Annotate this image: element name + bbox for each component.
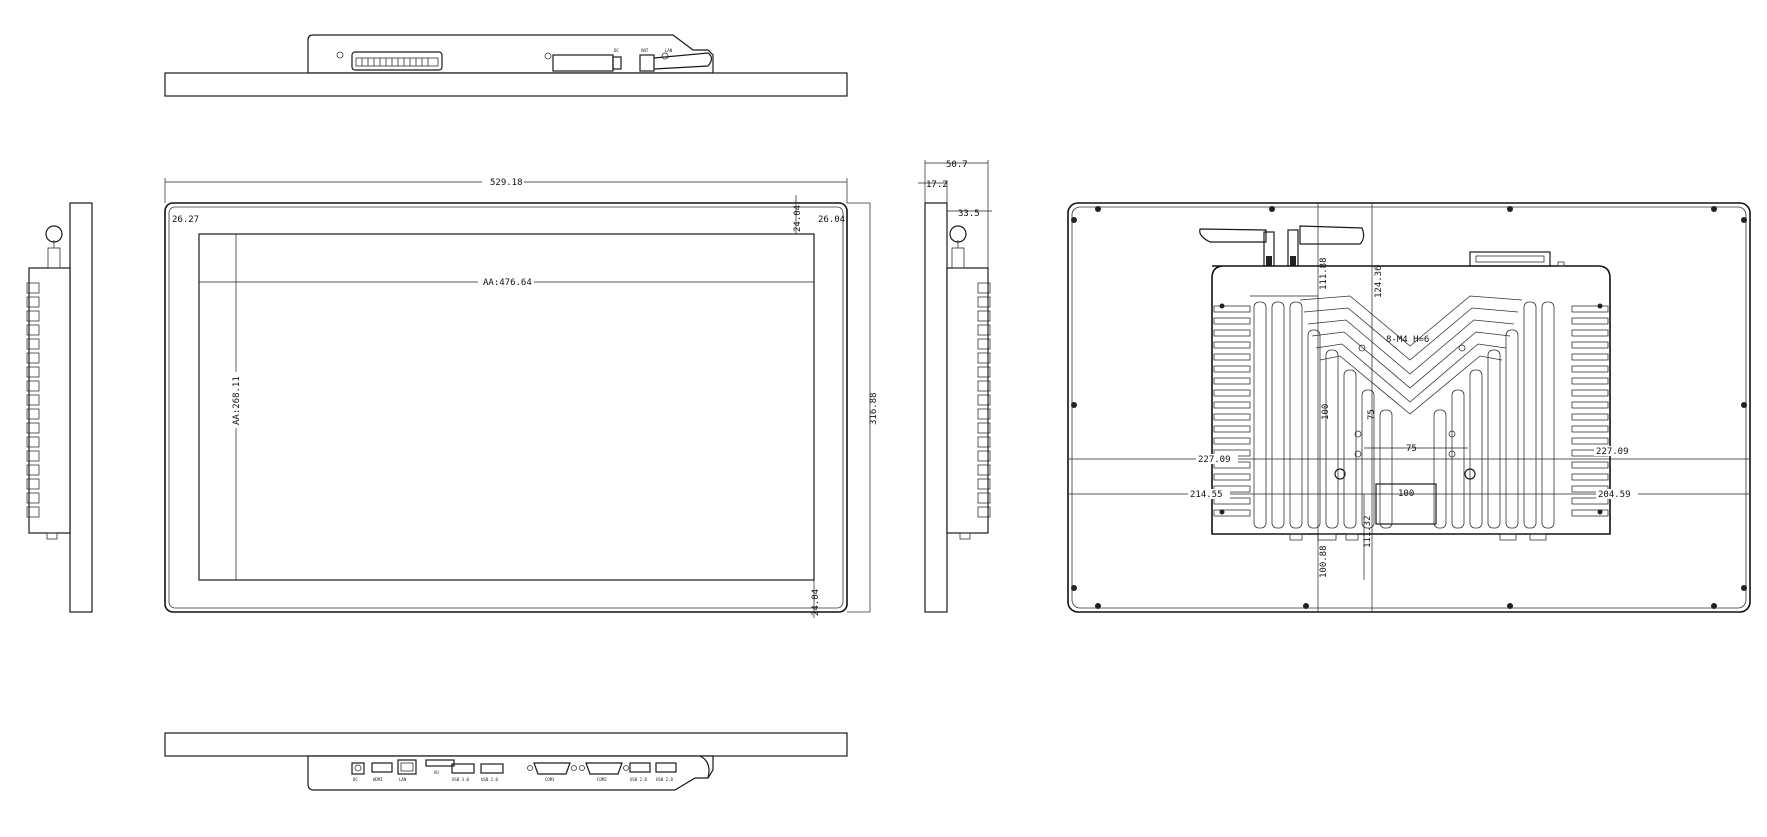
top-port-dc-label: DC — [614, 48, 619, 53]
bottom-port-lan-label: LAN — [399, 777, 407, 782]
bottom-view: DC HDMI LAN AU USB 3.0 USB 2.0 COM1 COM2… — [164, 732, 848, 791]
dim-rear-vesa-horizontal-small: 75 — [1406, 444, 1417, 454]
rear-enclosure — [1211, 265, 1611, 535]
rear-antenna-right — [1299, 225, 1365, 245]
dim-left-border: 26.27 — [172, 215, 199, 225]
rear-side-fins — [1213, 305, 1609, 517]
dim-rear-right-214: 204.59 — [1598, 490, 1631, 500]
front-view: 529.18 AA:476.64 AA:268.11 316.88 26.27 … — [164, 176, 879, 618]
dim-bezel-depth: 17.2 — [926, 180, 948, 190]
left-side-view — [26, 202, 93, 613]
dim-rear-right-227: 227.09 — [1596, 447, 1629, 457]
bottom-port-com1 — [533, 762, 571, 775]
dim-aa-height: AA:268.11 — [232, 376, 242, 425]
dim-aa-width: AA:476.64 — [483, 278, 532, 288]
dim-overall-height: 316.88 — [869, 392, 879, 425]
bottom-port-usb2 — [480, 763, 504, 774]
top-pin-header — [355, 57, 439, 67]
bottom-port-audio — [425, 759, 455, 767]
dim-rear-vesa-vertical-small: 75 — [1367, 409, 1377, 420]
bottom-port-usb1-label: USB 3.0 — [452, 777, 469, 782]
top-port-ant-label: ANT — [641, 48, 649, 53]
bottom-port-hdmi — [371, 762, 393, 773]
active-area — [198, 233, 815, 581]
left-heatsink-fins — [26, 282, 40, 518]
dim-rear-left-214: 214.55 — [1190, 490, 1223, 500]
bottom-port-usb4-label: USB 2.0 — [656, 777, 673, 782]
dim-right-border: 26.04 — [818, 215, 845, 225]
top-bezel — [164, 72, 848, 97]
dim-rear-vesa-vertical: 100 — [1321, 404, 1331, 420]
dim-rear-vesa-horizontal: 100 — [1398, 489, 1414, 499]
dim-rear-124: 124.36 — [1374, 265, 1384, 298]
bottom-port-usb1 — [451, 763, 475, 774]
bottom-port-com1-label: COM1 — [545, 777, 555, 782]
right-side-view: 50.7 17.2 33.5 — [918, 160, 992, 613]
rear-chevron-fins — [1299, 295, 1523, 415]
bottom-port-lan — [397, 759, 417, 775]
bottom-port-hdmi-label: HDMI — [373, 777, 383, 782]
dim-bottom-border: 24.04 — [811, 589, 821, 616]
bottom-port-usb3 — [629, 762, 651, 773]
bottom-port-dc-label: DC — [353, 777, 358, 782]
bottom-port-dc — [351, 762, 365, 775]
bottom-port-usb3-label: USB 2.0 — [630, 777, 647, 782]
bottom-port-audio-label: AU — [434, 770, 439, 775]
left-antenna-knob — [45, 225, 63, 243]
top-port-lan-label: LAN — [665, 48, 673, 53]
dim-total-depth: 50.7 — [946, 160, 968, 170]
bottom-port-usb4 — [655, 762, 677, 773]
dim-rear-bottom-111: 111.32 — [1363, 515, 1373, 548]
bottom-bezel — [164, 732, 848, 757]
right-heatsink-fins — [977, 282, 991, 518]
right-antenna-knob — [949, 225, 967, 243]
bottom-port-com2-label: COM2 — [597, 777, 607, 782]
rear-perimeter-screws — [1071, 206, 1747, 609]
rear-view: 111.88 124.36 8-M4 H=6 100 75 75 227.09 … — [1067, 202, 1751, 613]
bottom-port-com2 — [585, 762, 623, 775]
rear-label-plate — [1375, 483, 1437, 525]
dim-rear-111: 111.88 — [1319, 257, 1329, 290]
dim-rear-left-227: 227.09 — [1198, 455, 1231, 465]
bottom-port-usb2-label: USB 2.0 — [481, 777, 498, 782]
dim-enclosure-depth: 33.5 — [958, 209, 980, 219]
dim-rear-bottom-100: 100.88 — [1319, 545, 1329, 578]
front-bezel — [164, 202, 848, 613]
dim-rear-screw-spec: 8-M4 H=6 — [1386, 335, 1429, 345]
dim-overall-width: 529.18 — [490, 178, 523, 188]
dim-top-border: 24.04 — [793, 205, 803, 232]
rear-antenna-left — [1199, 228, 1267, 243]
top-view: DC ANT LAN — [164, 34, 848, 97]
